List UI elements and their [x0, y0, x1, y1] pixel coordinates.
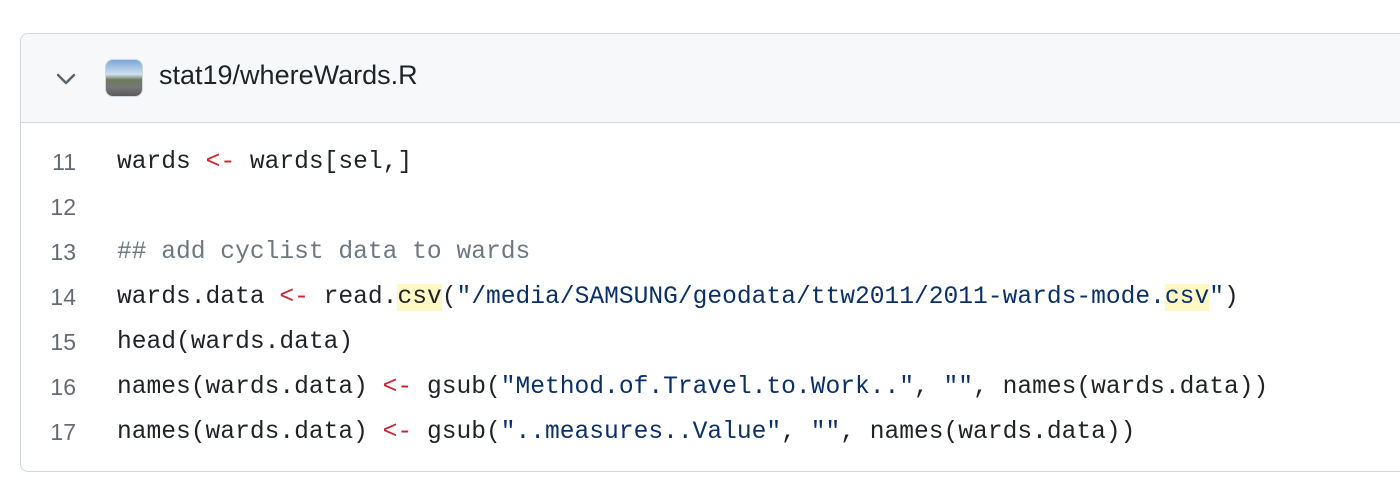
code-token: wards.data	[117, 284, 280, 311]
code-search-result: stat19/whereWards.R 11 wards <- wards[sel…	[20, 33, 1400, 472]
line-content: names(wards.data) <- gsub("..measures..V…	[117, 419, 1135, 446]
code-token: gsub(	[412, 419, 501, 446]
code-token: gsub(	[412, 374, 501, 401]
code-line: 13 ## add cyclist data to wards	[21, 230, 1268, 275]
code-token: (	[441, 284, 457, 311]
line-number[interactable]: 11	[52, 149, 76, 175]
line-number[interactable]: 17	[50, 419, 76, 445]
code-token: wards	[117, 149, 206, 176]
line-number[interactable]: 13	[50, 239, 76, 265]
line-content: head(wards.data)	[117, 329, 353, 356]
code-token: "/media/SAMSUNG/geodata/ttw2011/2011-war…	[456, 284, 1165, 311]
search-match: csv	[1164, 284, 1210, 311]
code-token: ## add cyclist data to wards	[117, 239, 531, 266]
code-token: ,	[781, 419, 811, 446]
repo-owner-avatar[interactable]	[105, 59, 143, 97]
code-token: head(wards.data)	[117, 329, 354, 356]
code-token: "..measures..Value"	[500, 419, 782, 446]
code-token: ,	[914, 374, 944, 401]
code-token: names(wards.data)	[117, 419, 383, 446]
code-token: names(wards.data)	[117, 374, 383, 401]
code-line: 11 wards <- wards[sel,]	[21, 140, 1268, 185]
code-token: "	[1209, 284, 1224, 311]
line-content: wards <- wards[sel,]	[117, 149, 412, 176]
code-token: "Method.of.Travel.to.Work.."	[500, 374, 914, 401]
code-token: , names(wards.data))	[973, 374, 1269, 401]
code-line: 12	[21, 185, 1268, 230]
line-content: names(wards.data) <- gsub("Method.of.Tra…	[117, 374, 1268, 401]
code-line: 16 names(wards.data) <- gsub("Method.of.T…	[21, 365, 1268, 410]
code-snippet: 11 wards <- wards[sel,] 12 13 ## add cyclist…	[21, 140, 1268, 455]
code-line: 15 head(wards.data)	[21, 320, 1268, 365]
code-token: <-	[382, 374, 413, 401]
line-content: wards.data <- read.csv("/media/SAMSUNG/g…	[117, 284, 1239, 311]
line-number[interactable]: 15	[50, 329, 76, 355]
chevron-down-icon[interactable]	[54, 67, 78, 91]
line-number[interactable]: 14	[50, 284, 76, 310]
code-token: , names(wards.data))	[840, 419, 1136, 446]
search-match: csv	[397, 284, 442, 311]
code-token: ""	[943, 374, 974, 401]
code-token: <-	[382, 419, 413, 446]
code-token: read.	[308, 284, 398, 311]
file-path-link[interactable]: stat19/whereWards.R	[159, 60, 418, 90]
code-token: ""	[810, 419, 841, 446]
code-token: <-	[205, 149, 236, 176]
result-header: stat19/whereWards.R	[21, 34, 1400, 123]
code-token: <-	[279, 284, 309, 311]
line-content: ## add cyclist data to wards	[117, 239, 530, 266]
code-line: 17 names(wards.data) <- gsub("..measures.…	[21, 410, 1268, 455]
line-number[interactable]: 16	[50, 374, 76, 400]
line-number[interactable]: 12	[50, 194, 76, 220]
code-token: )	[1223, 284, 1239, 311]
code-token: wards[sel,]	[235, 149, 413, 176]
